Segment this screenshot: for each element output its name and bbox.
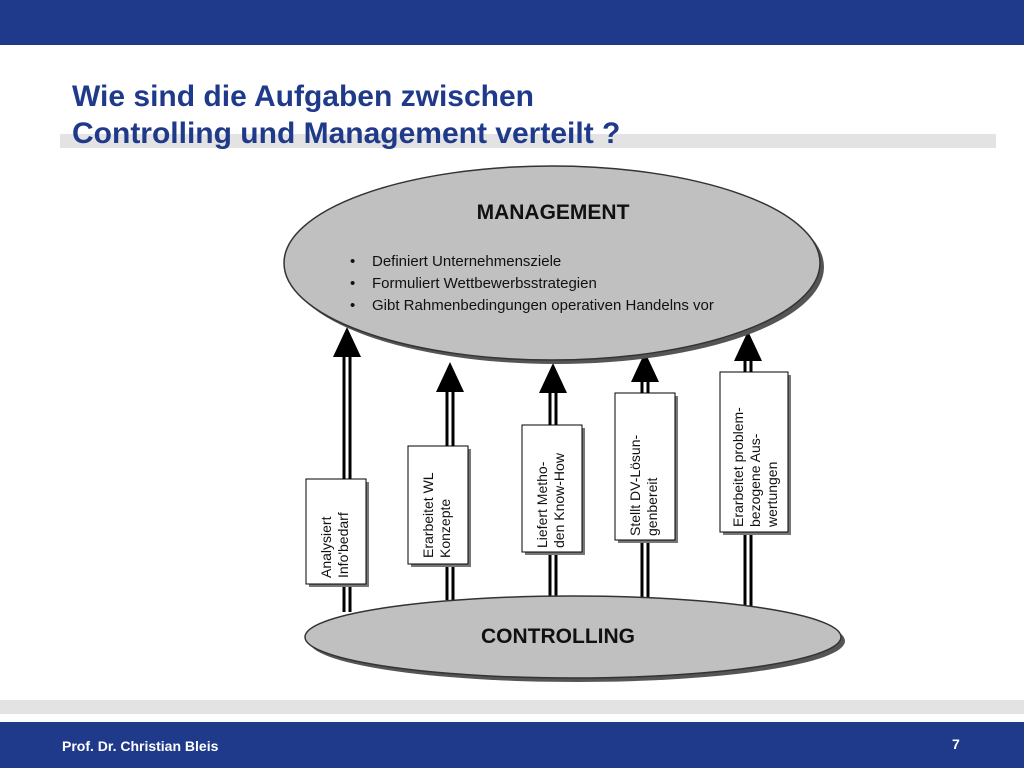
flow-label-4: Stellt DV-Lösun- genbereit: [627, 435, 661, 536]
title-underline-band: [60, 134, 996, 148]
slide-title: Wie sind die Aufgaben zwischen Controlli…: [72, 78, 620, 152]
footer-bar: Prof. Dr. Christian Bleis 7: [0, 722, 1024, 768]
slide-title-line-1: Wie sind die Aufgaben zwischen: [72, 80, 535, 113]
flow-box-1: [305, 478, 369, 587]
flow-label-1: Analysiert Info'bedarf: [318, 512, 352, 578]
management-task-item: Formuliert Wettbewerbsstrategien: [348, 273, 714, 295]
flow-label-3: Liefert Metho- den Know-How: [534, 453, 568, 548]
flow-box-3: [521, 424, 585, 555]
footer-author: Prof. Dr. Christian Bleis: [62, 738, 219, 754]
flow-boxes: [305, 371, 791, 587]
flow-box-2: [407, 445, 471, 567]
management-task-item: Gibt Rahmenbedingungen operativen Handel…: [348, 295, 714, 317]
flow-label-line: Konzepte: [437, 498, 453, 558]
flow-label-line: Stellt DV-Lösun-: [627, 434, 643, 536]
flow-label-5: Erarbeitet problem- bezogene Aus- wertun…: [730, 407, 781, 527]
flow-label-line: den Know-How: [551, 453, 567, 548]
management-label: MANAGEMENT: [477, 201, 630, 224]
top-header-bar: [0, 0, 1024, 45]
flow-label-line: Erarbeitet problem-: [730, 407, 746, 527]
controlling-label: CONTROLLING: [481, 625, 635, 648]
flow-label-line: genbereit: [644, 477, 660, 536]
flow-label-line: Liefert Metho-: [534, 461, 550, 548]
slide-title-line-2: Controlling und Management verteilt ?: [72, 117, 621, 150]
flow-box-4: [614, 392, 678, 543]
flow-label-line: Info'bedarf: [335, 512, 351, 578]
controlling-ellipse: [304, 595, 845, 682]
footer-grey-band: [0, 700, 1024, 714]
flow-label-2: Erarbeitet WL Konzepte: [420, 472, 454, 558]
flow-label-line: Erarbeitet WL: [420, 472, 436, 558]
management-task-item: Definiert Unternehmensziele: [348, 251, 714, 273]
management-task-list: Definiert Unternehmensziele Formuliert W…: [348, 251, 714, 317]
page-number: 7: [952, 736, 960, 752]
flow-box-5: [719, 371, 791, 535]
flow-label-line: Analysiert: [318, 516, 334, 578]
flow-label-line: bezogene Aus-: [747, 433, 763, 527]
flow-label-line: wertungen: [764, 461, 780, 527]
